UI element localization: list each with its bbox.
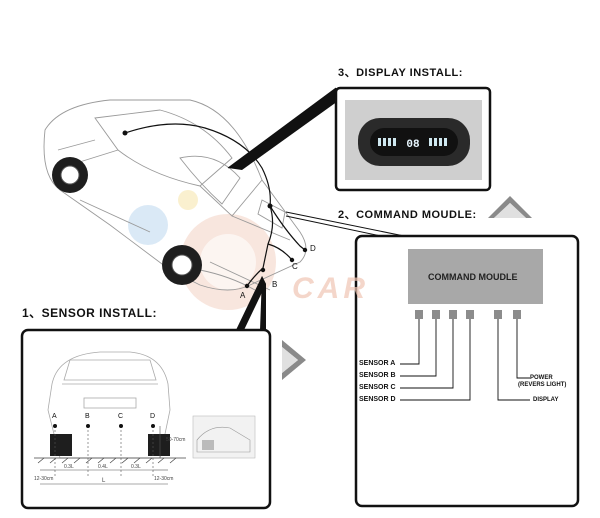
- display-segments-left: [378, 138, 396, 146]
- input-sensor-d: SENSOR D: [359, 396, 396, 403]
- command-module-title: 2、COMMAND MOUDLE:: [338, 209, 477, 221]
- module-ports: [415, 310, 521, 319]
- watermark-text: CAR: [292, 272, 369, 305]
- panel-sensor-b: B: [85, 413, 90, 420]
- spacing-label-1: 0.3L: [64, 464, 74, 470]
- input-sensor-a: SENSOR A: [359, 360, 396, 367]
- output-display: DISPLAY: [533, 397, 559, 403]
- module-wires: [400, 319, 530, 401]
- command-module-box: [354, 234, 580, 508]
- height-label: 50-70cm: [166, 437, 186, 443]
- panel-sensor-a: A: [52, 413, 57, 420]
- car-wiring: [124, 123, 306, 287]
- display-callout-wedge: [227, 87, 345, 170]
- sensor-position-lines: [54, 426, 154, 478]
- output-power: POWER: [530, 375, 553, 381]
- car-sensor-dots: [122, 130, 308, 289]
- rear-wheels: [50, 434, 170, 456]
- rear-car-outline: [47, 351, 171, 459]
- display-install-box: [334, 86, 492, 192]
- display-reading: 08: [406, 139, 420, 151]
- sensor-install-title: 1、SENSOR INSTALL:: [22, 306, 157, 320]
- spacing-label-3: 0.3L: [131, 464, 141, 470]
- panel-sensor-c: C: [118, 413, 124, 420]
- edge-label-right: 12-30cm: [154, 476, 174, 482]
- edge-label-left: 12-30cm: [34, 476, 54, 482]
- display-install-title: 3、DISPLAY INSTALL:: [338, 67, 463, 79]
- output-revers-light: (REVERS LIGHT): [518, 382, 567, 388]
- sensor-install-box: [20, 328, 272, 510]
- display-segments-right: [429, 138, 447, 146]
- car-sensor-label-b: B: [272, 280, 278, 289]
- car-sensor-label-c: C: [292, 262, 298, 271]
- spacing-label-2: 0.4L: [98, 464, 108, 470]
- panel-sensor-d: D: [150, 413, 156, 420]
- length-label: L: [102, 478, 106, 484]
- input-sensor-b: SENSOR B: [359, 372, 396, 379]
- car-sensor-label-d: D: [310, 244, 316, 253]
- sensor-position-dots: [53, 424, 155, 428]
- dimension-lines: [40, 426, 168, 485]
- sensor-callout-wedge: [236, 276, 266, 330]
- side-view-thumbnail: [192, 415, 256, 459]
- input-sensor-c: SENSOR C: [359, 384, 396, 391]
- watermark-logo: [128, 190, 276, 310]
- up-arrow: [488, 196, 532, 218]
- car-wheels: [52, 157, 202, 285]
- right-arrow: [282, 340, 306, 380]
- command-module-label: COMMAND MOUDLE: [428, 272, 518, 282]
- car-sensor-label-a: A: [240, 291, 246, 300]
- ground-hatch: [34, 457, 186, 464]
